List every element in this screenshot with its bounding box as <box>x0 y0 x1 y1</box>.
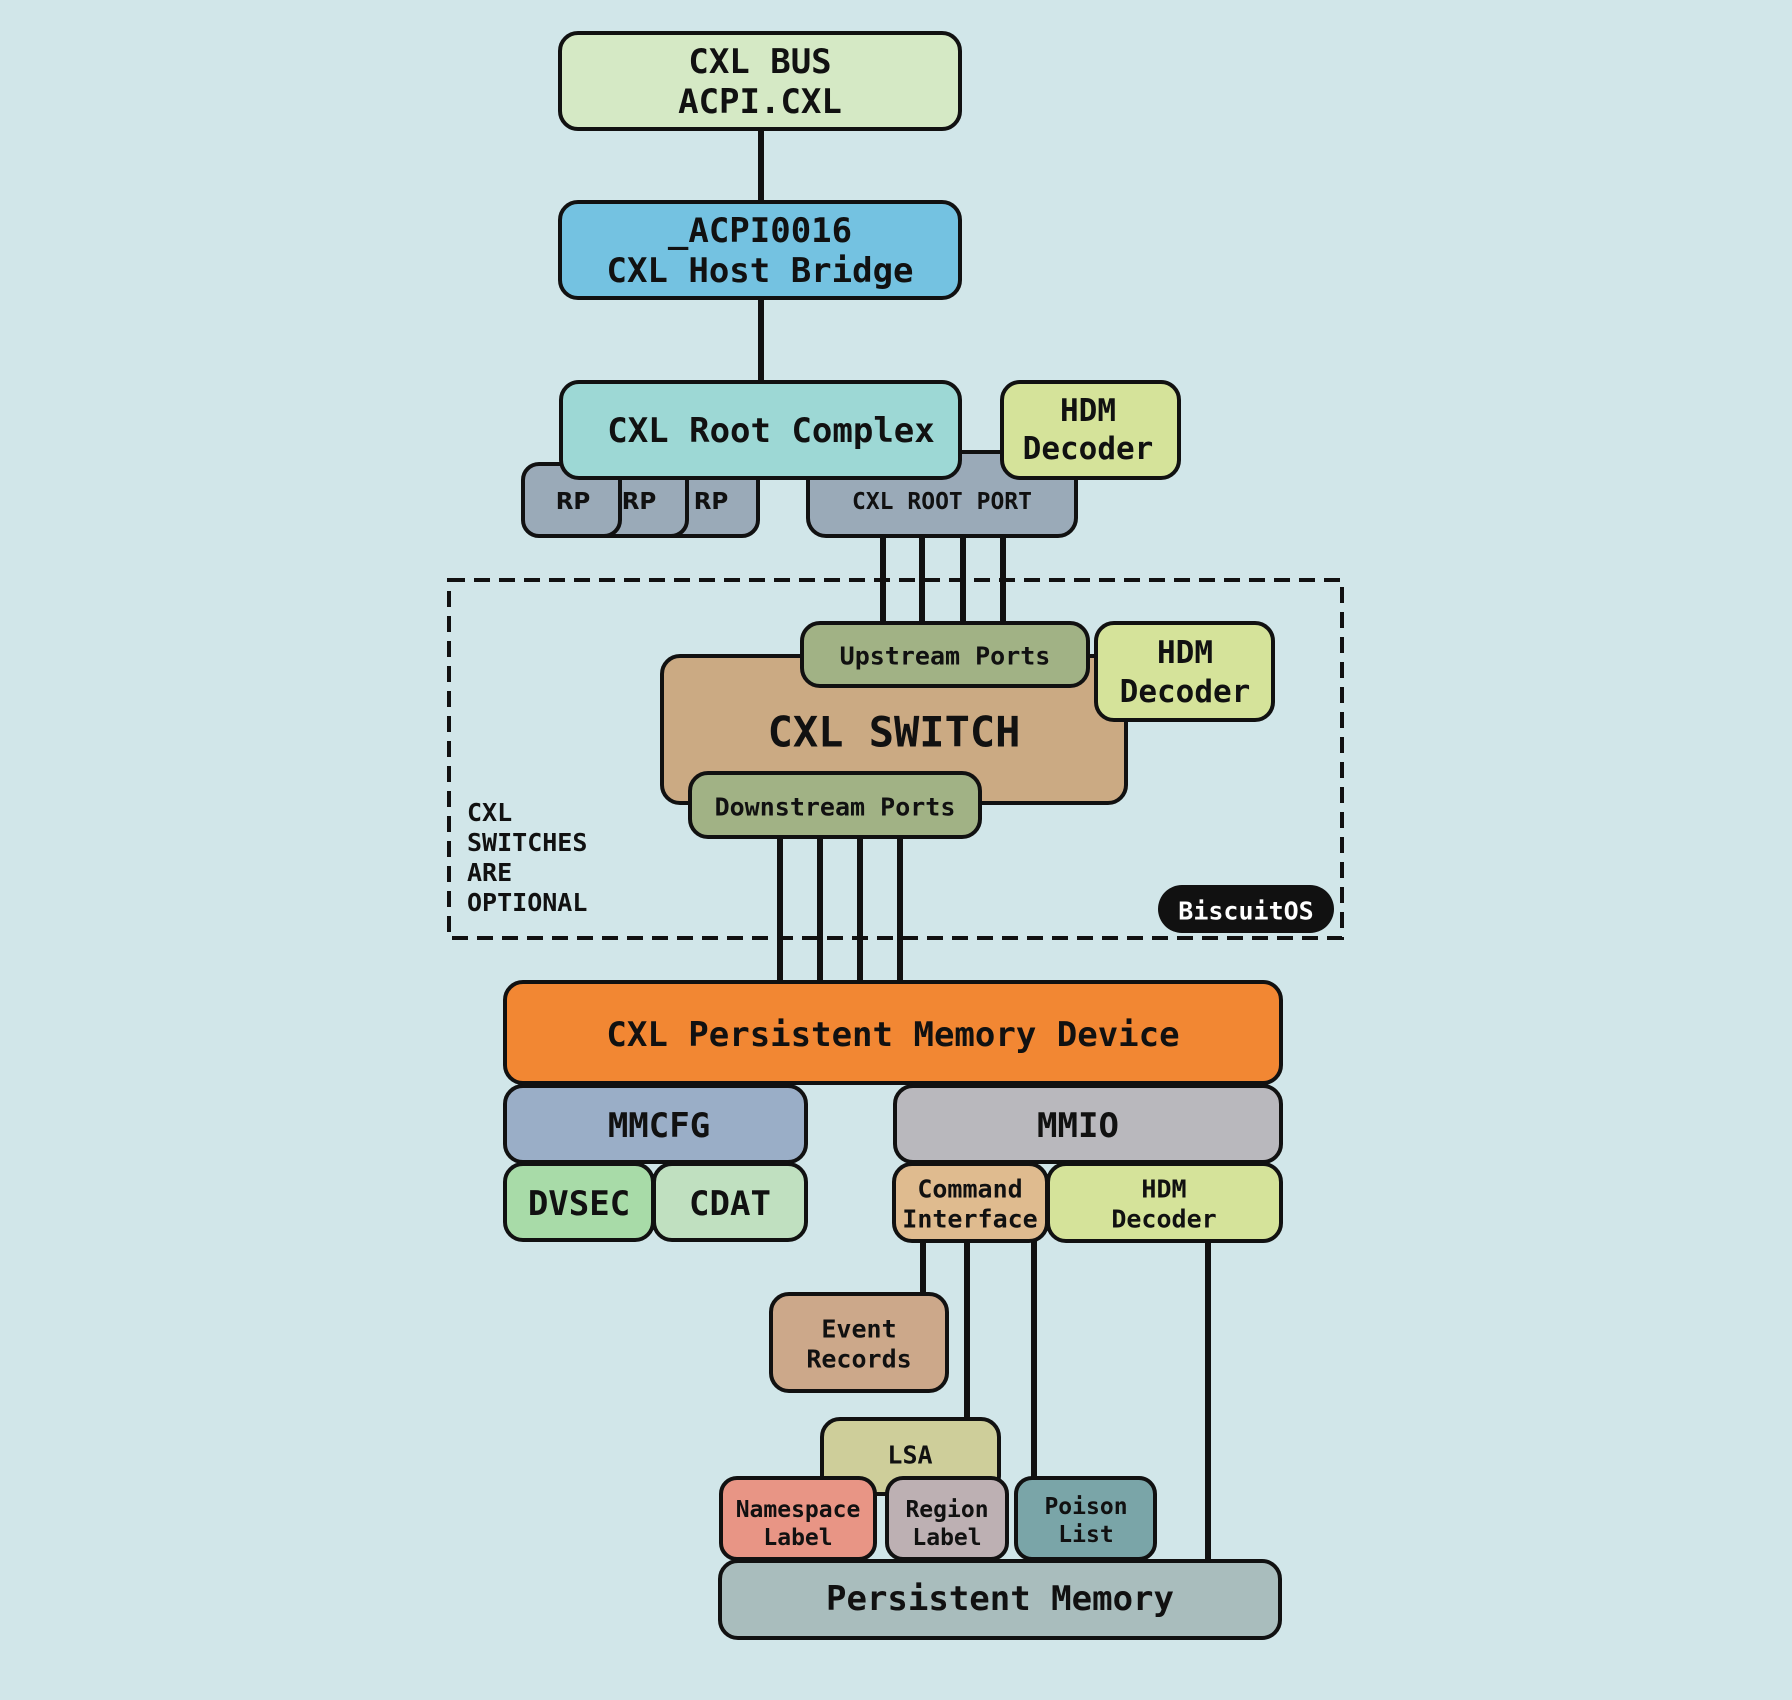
cdat-label: CDAT <box>689 1184 771 1224</box>
root-port-3-label: RP <box>694 489 729 515</box>
root-complex-label: CXL Root Complex <box>607 411 935 451</box>
mmio-node[interactable]: MMIO <box>893 1084 1283 1164</box>
namespace-label-line1: Namespace <box>736 1497 861 1523</box>
command-interface-line2: Interface <box>902 1205 1037 1234</box>
lsa-label: LSA <box>887 1441 932 1470</box>
upstream-ports-node[interactable]: Upstream Ports <box>800 621 1090 688</box>
region-label-line1: Region <box>905 1497 988 1523</box>
host-bridge-id: _ACPI0016 <box>668 211 852 251</box>
region-label-line2: Label <box>912 1525 981 1551</box>
upstream-ports-box <box>800 621 1090 688</box>
root-ports: RP RP RP <box>521 462 760 538</box>
cxl-bus-label: CXL BUS <box>688 42 831 82</box>
hdm-decoder-root-line2: Decoder <box>1023 431 1154 467</box>
root-complex-box <box>559 380 962 480</box>
biscuitos-badge: BiscuitOS <box>1158 885 1334 933</box>
poison-list-node[interactable]: Poison List <box>1014 1476 1157 1561</box>
poison-list-line1: Poison <box>1044 1494 1127 1520</box>
downstream-ports-node[interactable]: Downstream Ports <box>688 771 982 839</box>
hdm-decoder-switch-box <box>1094 621 1275 722</box>
poison-list-line2: List <box>1058 1522 1113 1548</box>
cxl-switch-label: CXL SWITCH <box>768 708 1021 757</box>
event-records-line2: Records <box>806 1345 911 1374</box>
dvsec-node[interactable]: DVSEC <box>503 1162 655 1242</box>
switch-optional-note: CXL SWITCHES ARE OPTIONAL <box>467 798 587 917</box>
connectors <box>758 129 1211 1561</box>
event-records-box <box>769 1292 949 1393</box>
host-bridge-box <box>558 200 962 300</box>
event-records-line1: Event <box>821 1315 896 1344</box>
hdm-decoder-switch-line1: HDM <box>1157 635 1213 671</box>
command-interface-node[interactable]: Command Interface <box>892 1162 1049 1243</box>
cdat-box <box>652 1162 808 1242</box>
persistent-memory-box <box>718 1559 1282 1640</box>
note-line-3: ARE <box>467 858 512 887</box>
hdm-decoder-device-line1: HDM <box>1141 1175 1186 1204</box>
namespace-label-node[interactable]: Namespace Label <box>719 1476 877 1561</box>
hdm-decoder-root-box <box>1000 380 1181 480</box>
cxl-bus-node[interactable]: CXL BUS ACPI.CXL <box>558 31 962 131</box>
namespace-label-line2: Label <box>763 1525 832 1551</box>
badge-pill <box>1158 885 1334 933</box>
root-port-2-label: RP <box>622 489 657 515</box>
dvsec-label: DVSEC <box>528 1184 630 1224</box>
badge-label: BiscuitOS <box>1178 897 1313 926</box>
device-node[interactable]: CXL Persistent Memory Device <box>503 980 1283 1085</box>
downstream-ports-label: Downstream Ports <box>715 793 956 822</box>
mmcfg-node[interactable]: MMCFG <box>503 1084 808 1164</box>
root-port-1-label: RP <box>556 489 591 515</box>
cdat-node[interactable]: CDAT <box>652 1162 808 1242</box>
device-label: CXL Persistent Memory Device <box>606 1015 1179 1055</box>
event-records-node[interactable]: Event Records <box>769 1292 949 1393</box>
hdm-decoder-root-node[interactable]: HDM Decoder <box>1000 380 1181 480</box>
persistent-memory-node[interactable]: Persistent Memory <box>718 1559 1282 1640</box>
host-bridge-node[interactable]: _ACPI0016 CXL Host Bridge <box>558 200 962 300</box>
hdm-decoder-device-box <box>1046 1162 1283 1243</box>
hdm-decoder-device-node[interactable]: HDM Decoder <box>1046 1162 1283 1243</box>
command-interface-line1: Command <box>917 1175 1022 1204</box>
hdm-decoder-switch-line2: Decoder <box>1120 674 1251 710</box>
root-port-1[interactable]: RP <box>521 462 622 538</box>
note-line-2: SWITCHES <box>467 828 587 857</box>
root-complex-node[interactable]: CXL Root Complex <box>559 380 962 480</box>
device-box <box>503 980 1283 1085</box>
hdm-decoder-root-line1: HDM <box>1060 393 1116 429</box>
downstream-ports-box <box>688 771 982 839</box>
mmio-label: MMIO <box>1037 1106 1119 1146</box>
mmcfg-box <box>503 1084 808 1164</box>
cxl-root-port-label: CXL ROOT PORT <box>852 489 1032 515</box>
upstream-ports-label: Upstream Ports <box>840 642 1051 671</box>
region-label-node[interactable]: Region Label <box>885 1476 1009 1561</box>
note-line-1: CXL <box>467 798 512 827</box>
host-bridge-label: CXL Host Bridge <box>606 251 913 291</box>
hdm-decoder-device-line2: Decoder <box>1111 1205 1216 1234</box>
cxl-bus-box <box>558 31 962 131</box>
hdm-decoder-switch-node[interactable]: HDM Decoder <box>1094 621 1275 722</box>
cxl-bus-sublabel: ACPI.CXL <box>678 82 842 122</box>
cxl-switch-node[interactable]: CXL SWITCH <box>660 654 1128 805</box>
note-line-4: OPTIONAL <box>467 888 587 917</box>
mmcfg-label: MMCFG <box>608 1106 710 1146</box>
persistent-memory-label: Persistent Memory <box>826 1579 1174 1619</box>
